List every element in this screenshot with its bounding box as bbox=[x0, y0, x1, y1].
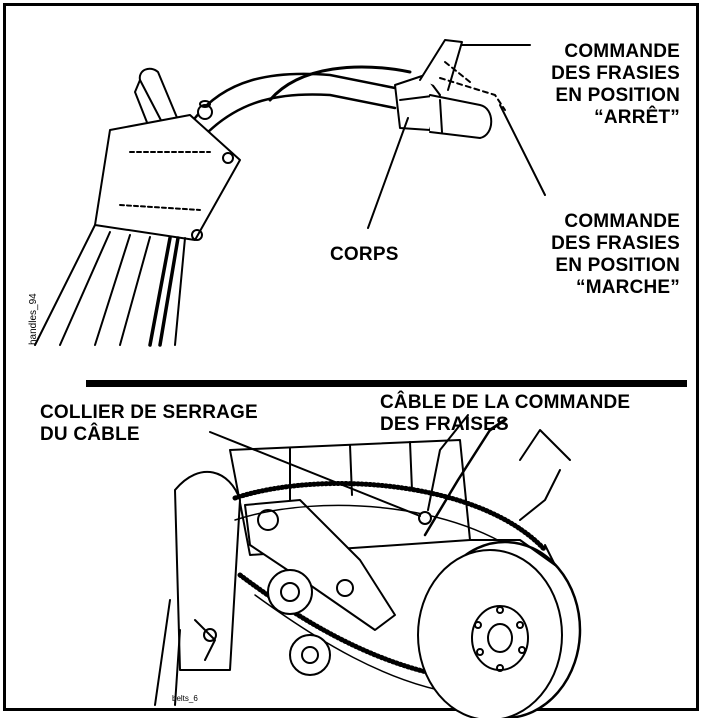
label-control-on-line: DES FRASIES bbox=[551, 233, 680, 254]
section-divider bbox=[86, 380, 687, 387]
label-cable-clamp-line: COLLIER DE SERRAGE bbox=[40, 402, 258, 423]
label-tine-control-cable-line: CÂBLE DE LA COMMANDE bbox=[380, 392, 631, 413]
belt-illustration bbox=[154, 414, 582, 718]
label-tine-control-cable: CÂBLE DE LA COMMANDE DES FRAISES bbox=[380, 392, 630, 436]
label-control-off-line: EN POSITION bbox=[555, 85, 680, 106]
label-control-off-line: DES FRASIES bbox=[551, 63, 680, 84]
label-control-off-line: “ARRÊT” bbox=[594, 107, 680, 128]
label-cable-clamp-line: DU CÂBLE bbox=[40, 424, 140, 445]
figure-frame bbox=[3, 3, 699, 711]
label-control-off-line: COMMANDE bbox=[564, 41, 680, 62]
label-control-on: COMMANDE DES FRASIES EN POSITION “MARCHE… bbox=[510, 211, 680, 299]
figure-code-handles: handles_94 bbox=[28, 293, 39, 345]
label-body: CORPS bbox=[330, 244, 399, 265]
belt-figure: COLLIER DE SERRAGE DU CÂBLE CÂBLE DE LA … bbox=[0, 370, 706, 718]
figure-code-belts: belts_6 bbox=[172, 694, 198, 703]
label-control-on-line: COMMANDE bbox=[564, 211, 680, 232]
label-tine-control-cable-line: DES FRAISES bbox=[380, 414, 509, 435]
handlebar-illustration bbox=[34, 39, 546, 347]
label-control-on-line: “MARCHE” bbox=[576, 277, 680, 298]
handlebar-figure: COMMANDE DES FRASIES EN POSITION “ARRÊT”… bbox=[28, 39, 680, 347]
label-control-on-line: EN POSITION bbox=[555, 255, 680, 276]
label-cable-clamp: COLLIER DE SERRAGE DU CÂBLE bbox=[40, 402, 258, 446]
label-control-off: COMMANDE DES FRASIES EN POSITION “ARRÊT” bbox=[520, 41, 680, 129]
